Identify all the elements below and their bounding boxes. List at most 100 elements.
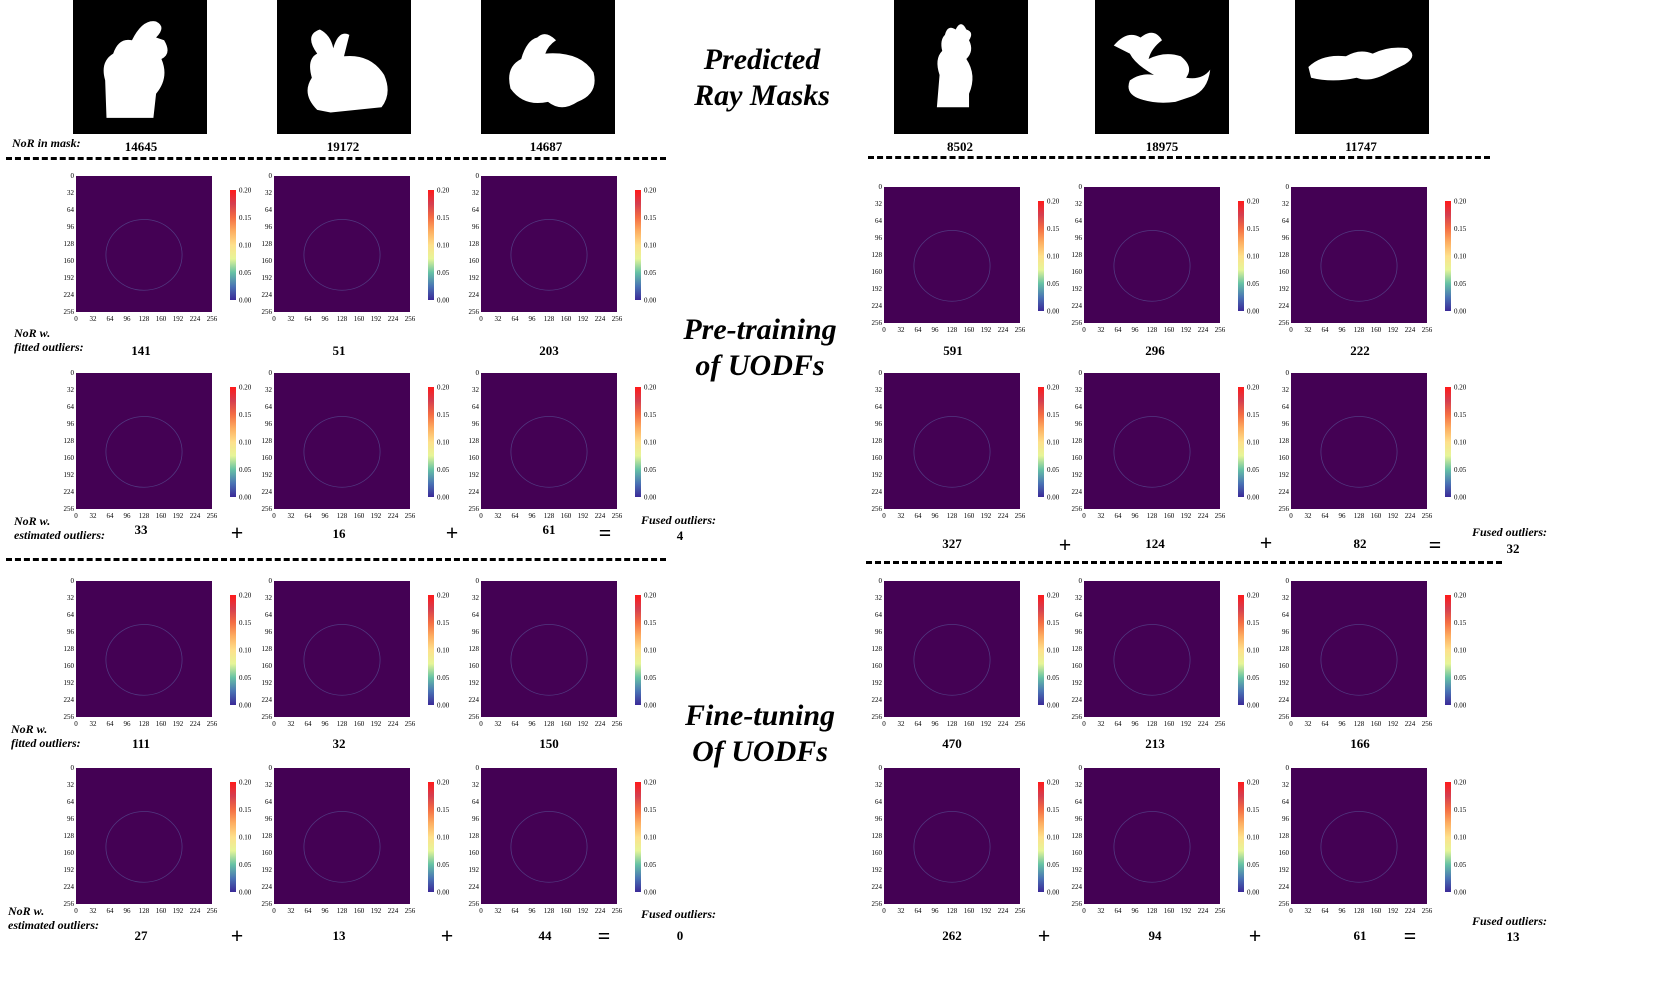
colorbar-tick-label: 0.10 [437, 439, 450, 447]
colorbar-tick-label: 0.00 [437, 702, 450, 710]
x-tick-label: 0 [882, 512, 886, 520]
y-tick-label: 64 [472, 206, 480, 214]
y-tick-label: 192 [1279, 285, 1290, 293]
y-tick-label: 224 [64, 291, 75, 299]
x-tick-label: 256 [612, 720, 623, 728]
object-outline [1113, 811, 1191, 883]
y-tick-label: 192 [1072, 866, 1083, 874]
x-tick-label: 128 [337, 720, 348, 728]
x-tick-label: 128 [947, 907, 958, 915]
divider [6, 558, 666, 561]
object-outline [1320, 230, 1398, 302]
label-fused-outliers: Fused outliers: [1472, 525, 1548, 539]
y-tick-label: 64 [1282, 217, 1290, 225]
estimated-count: 262 [942, 928, 962, 943]
x-tick-label: 32 [1305, 512, 1313, 520]
x-tick-label: 0 [882, 720, 886, 728]
y-tick-label: 96 [875, 628, 883, 636]
x-tick-label: 160 [561, 907, 572, 915]
y-tick-label: 192 [1279, 471, 1290, 479]
fitted-count: 203 [539, 343, 559, 358]
x-tick-label: 0 [74, 907, 78, 915]
y-tick-label: 32 [1282, 200, 1290, 208]
colorbar-tick-label: 0.20 [1454, 384, 1467, 392]
y-tick-label: 224 [262, 883, 273, 891]
colorbar-tick-label: 0.00 [437, 889, 450, 897]
colorbar [635, 387, 641, 497]
y-tick-label: 128 [64, 832, 75, 840]
x-tick-label: 64 [512, 512, 520, 520]
x-tick-label: 224 [1198, 720, 1209, 728]
colorbar-tick-label: 0.10 [1454, 439, 1467, 447]
colorbar-tick-label: 0.20 [644, 592, 657, 600]
y-tick-label: 256 [64, 505, 75, 513]
colorbar-tick-label: 0.20 [1047, 198, 1060, 206]
y-tick-label: 256 [469, 713, 480, 721]
colorbar-tick-label: 0.05 [1454, 280, 1467, 288]
object-outline [1113, 624, 1191, 696]
y-tick-label: 224 [469, 488, 480, 496]
y-tick-label: 256 [1072, 713, 1083, 721]
heatmap-svg: 0032326464969612812816016019219222422425… [1072, 577, 1260, 728]
x-tick-label: 224 [1405, 720, 1416, 728]
colorbar-tick-label: 0.00 [644, 889, 657, 897]
y-tick-label: 160 [872, 454, 883, 462]
equals-operator: = [598, 520, 612, 545]
x-tick-label: 192 [371, 512, 382, 520]
y-tick-label: 256 [469, 505, 480, 513]
y-tick-label: 224 [1279, 696, 1290, 704]
x-tick-label: 96 [124, 907, 132, 915]
colorbar-tick-label: 0.05 [1454, 466, 1467, 474]
x-tick-label: 160 [561, 315, 572, 323]
y-tick-label: 224 [1072, 883, 1083, 891]
colorbar-tick-label: 0.05 [1247, 674, 1260, 682]
y-tick-label: 160 [1279, 849, 1290, 857]
colorbar-tick-label: 0.15 [239, 411, 252, 419]
y-tick-label: 0 [269, 369, 273, 377]
label-nor-estimated: NoR w. estimated outliers: [8, 904, 99, 932]
x-tick-label: 192 [578, 315, 589, 323]
plus-operator: + [230, 520, 244, 545]
y-tick-label: 96 [265, 420, 273, 428]
mask-count: 19172 [326, 139, 360, 154]
x-tick-label: 96 [1339, 326, 1347, 334]
x-tick-label: 192 [578, 512, 589, 520]
colorbar [1238, 201, 1244, 311]
plus-operator: + [1058, 532, 1072, 557]
x-tick-label: 192 [371, 315, 382, 323]
x-tick-label: 224 [388, 512, 399, 520]
colorbar-tick-label: 0.15 [1247, 411, 1260, 419]
x-tick-label: 64 [305, 512, 313, 520]
x-tick-label: 192 [981, 907, 992, 915]
colorbar-tick-label: 0.15 [644, 411, 657, 419]
x-tick-label: 0 [272, 315, 276, 323]
title-predicted-ray-masks: Predicted Ray Masks [694, 43, 830, 112]
y-tick-label: 160 [1279, 454, 1290, 462]
object-outline [510, 219, 588, 291]
y-tick-label: 192 [262, 866, 273, 874]
x-tick-label: 96 [1132, 326, 1140, 334]
x-tick-label: 160 [561, 512, 572, 520]
x-tick-label: 32 [90, 907, 98, 915]
y-tick-label: 0 [269, 764, 273, 772]
heatmap-image [481, 373, 617, 509]
y-tick-label: 0 [879, 369, 883, 377]
y-tick-label: 32 [265, 386, 273, 394]
colorbar-tick-label: 0.05 [437, 466, 450, 474]
x-tick-label: 256 [612, 907, 623, 915]
x-tick-label: 192 [173, 907, 184, 915]
x-tick-label: 256 [1215, 907, 1226, 915]
colorbar-tick-label: 0.15 [1454, 806, 1467, 814]
x-tick-label: 0 [1082, 720, 1086, 728]
y-tick-label: 160 [262, 454, 273, 462]
y-tick-label: 224 [64, 883, 75, 891]
colorbar [1445, 201, 1451, 311]
colorbar-tick-label: 0.15 [644, 806, 657, 814]
x-tick-label: 64 [1322, 907, 1330, 915]
y-tick-label: 96 [1075, 628, 1083, 636]
x-tick-label: 160 [354, 315, 365, 323]
mask-bunny-back [481, 0, 615, 134]
x-tick-label: 64 [915, 720, 923, 728]
